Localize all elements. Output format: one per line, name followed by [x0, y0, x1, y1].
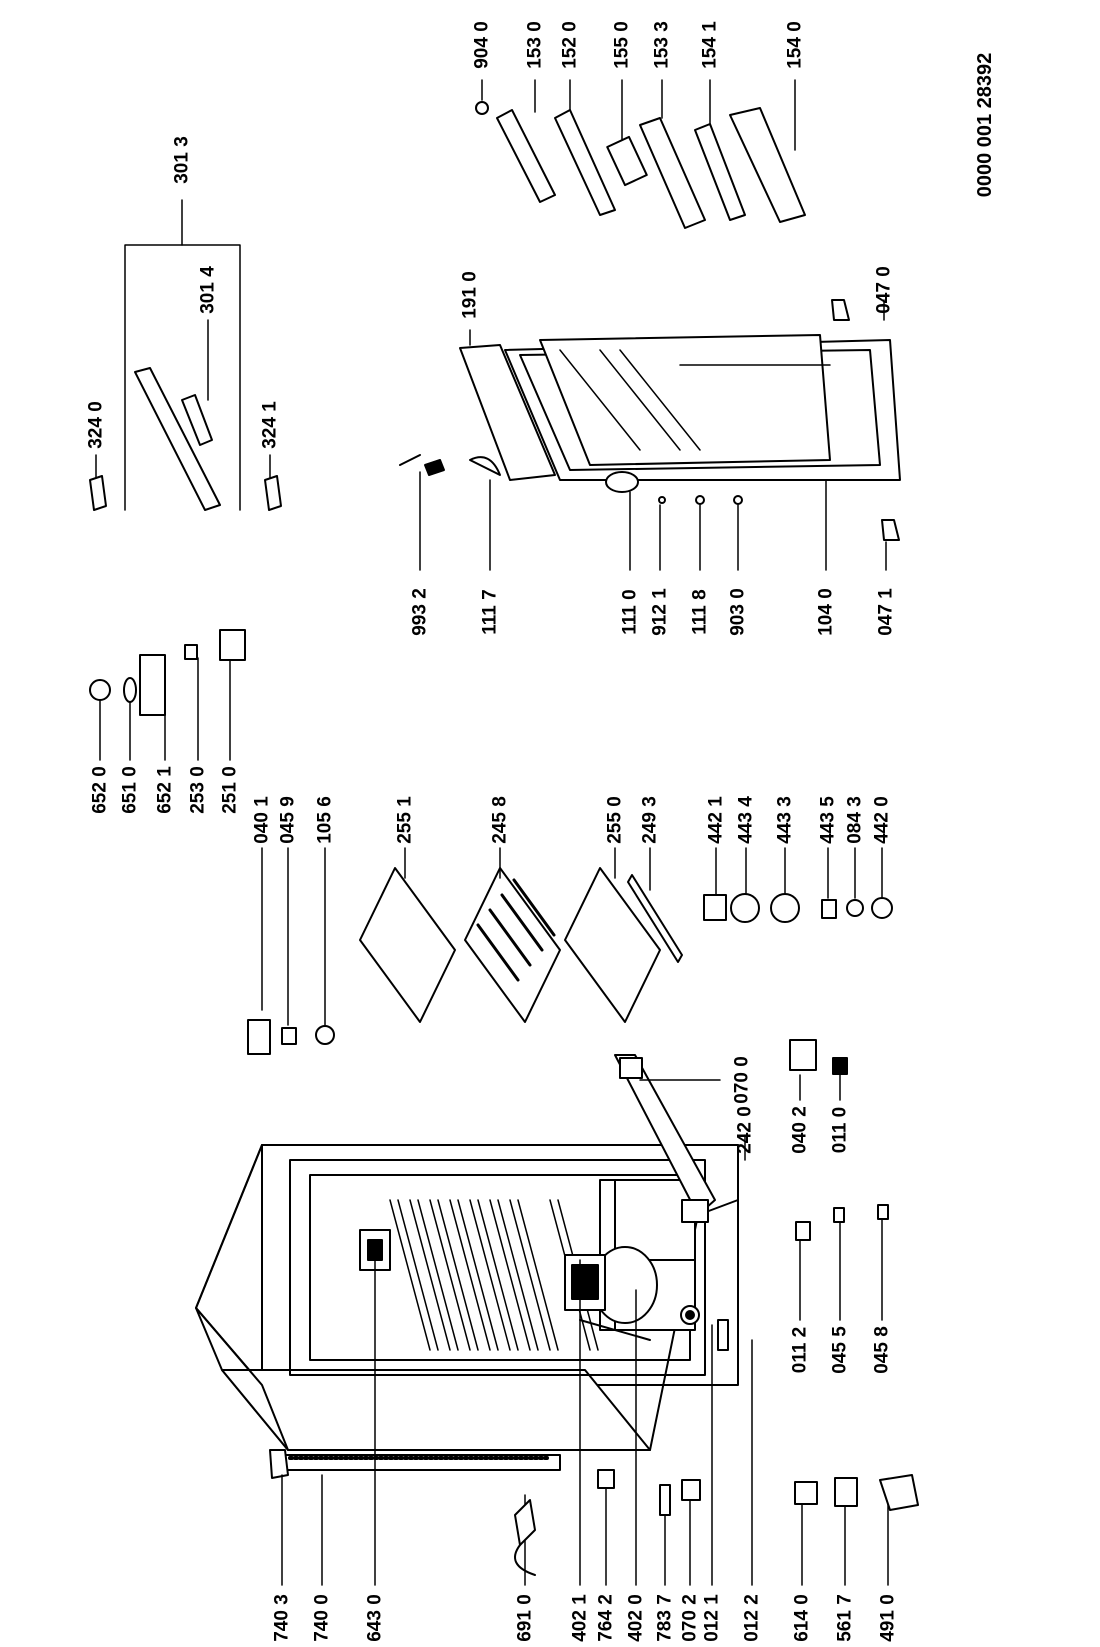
cabinet-base — [614, 1054, 716, 1223]
shelves — [247, 847, 683, 1055]
thermostat-parts — [89, 629, 246, 761]
hinge-strip — [269, 1449, 561, 1479]
leader-lines-left — [281, 1064, 889, 1586]
fan-parts — [703, 847, 893, 923]
compressor — [564, 1246, 658, 1341]
door-assembly — [399, 299, 901, 571]
small-parts-cabinet — [514, 1039, 919, 1576]
top-trim-assembly — [89, 199, 282, 511]
cabinet — [195, 1054, 739, 1479]
door-bins — [475, 79, 806, 229]
